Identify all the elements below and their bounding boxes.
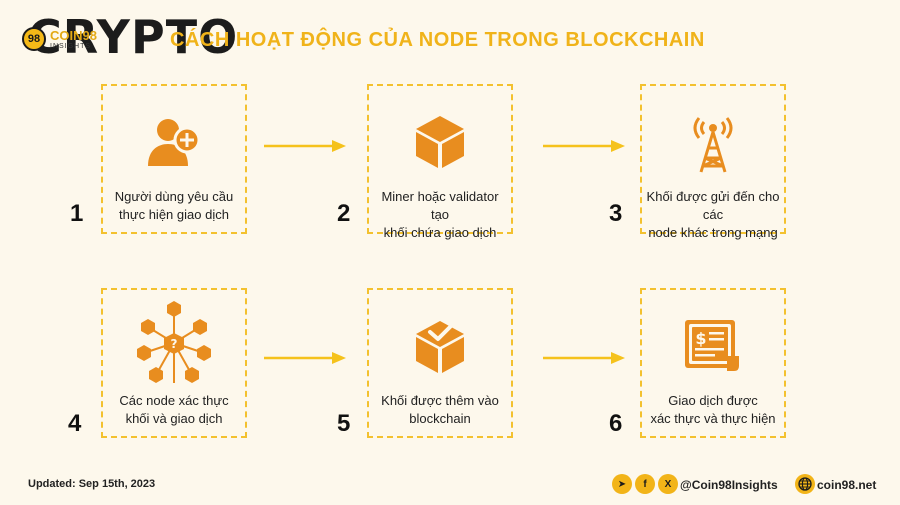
step-5-box: Khối được thêm vào blockchain — [367, 288, 513, 438]
step-1-box: Người dùng yêu cầu thực hiện giao dịch — [101, 84, 247, 234]
step-1-number: 1 — [70, 200, 84, 227]
step-6-label: Giao dịch được xác thực và thực hiện — [644, 392, 782, 428]
header: CRYPTO 98 COIN98 INSIGHTS CÁCH HOẠT ĐỘNG… — [0, 0, 900, 80]
arrow-right-icon — [264, 140, 346, 152]
step-5-label: Khối được thêm vào blockchain — [371, 392, 509, 428]
step-1-line2: thực hiện giao dịch — [119, 207, 229, 222]
step-1-line1: Người dùng yêu cầu — [114, 189, 234, 204]
step-4-line1: Các node xác thực — [119, 393, 229, 408]
step-5-line2: blockchain — [409, 411, 471, 426]
facebook-icon[interactable]: f — [635, 474, 655, 494]
brand-sub: INSIGHTS — [50, 42, 92, 50]
step-3-line2: node khác trong mạng — [648, 225, 778, 240]
step-4-box: ? Các node xác thực khối và giao dịch — [101, 288, 247, 438]
step-2-box: Miner hoặc validator tạo khối chứa giao … — [367, 84, 513, 240]
page-title: CÁCH HOẠT ĐỘNG CỦA NODE TRONG BLOCKCHAIN — [170, 29, 705, 51]
step-3-line1: Khối được gửi đến cho các — [646, 189, 780, 222]
step-4-number: 4 — [68, 410, 82, 437]
step-1-label: Người dùng yêu cầu thực hiện giao dịch — [105, 188, 243, 224]
invoice-document-icon: $ — [642, 312, 784, 380]
svg-text:$: $ — [695, 329, 706, 348]
step-3-box: Khối được gửi đến cho các node khác tron… — [640, 84, 786, 240]
updated-date: Updated: Sep 15th, 2023 — [28, 478, 156, 490]
svg-text:?: ? — [171, 337, 178, 351]
block-check-icon — [369, 312, 511, 380]
step-4-line2: khối và giao dịch — [125, 411, 223, 426]
globe-icon[interactable] — [795, 474, 815, 494]
arrow-right-icon — [543, 352, 625, 364]
user-add-icon — [103, 108, 245, 176]
coin98-logo-icon: 98 — [22, 27, 46, 51]
brand-text: COIN98 INSIGHTS — [50, 29, 97, 50]
x-twitter-icon[interactable]: X — [658, 474, 678, 494]
step-2-line1: Miner hoặc validator tạo — [381, 189, 499, 222]
step-3-number: 3 — [609, 200, 623, 227]
step-6-box: $ Giao dịch được xác thực và thực hiện — [640, 288, 786, 438]
arrow-right-icon — [264, 352, 346, 364]
step-6-line2: xác thực và thực hiện — [650, 411, 776, 426]
crypto-watermark: CRYPTO — [28, 10, 239, 64]
social-handle[interactable]: @Coin98Insights — [680, 478, 778, 492]
step-3-label: Khối được gửi đến cho các node khác tron… — [644, 188, 782, 242]
broadcast-tower-icon — [642, 108, 784, 176]
step-2-number: 2 — [337, 200, 351, 227]
step-4-label: Các node xác thực khối và giao dịch — [105, 392, 243, 428]
brand-name: COIN98 — [50, 27, 97, 43]
step-6-line1: Giao dịch được — [668, 393, 758, 408]
node-network-icon: ? — [103, 298, 245, 390]
telegram-icon[interactable]: ➤ — [612, 474, 632, 494]
step-2-line2: khối chứa giao dịch — [383, 225, 497, 240]
step-2-label: Miner hoặc validator tạo khối chứa giao … — [371, 188, 509, 242]
website-link[interactable]: coin98.net — [817, 478, 877, 492]
step-5-line1: Khối được thêm vào — [381, 393, 499, 408]
step-6-number: 6 — [609, 410, 623, 437]
block-cube-icon — [369, 108, 511, 176]
arrow-right-icon — [543, 140, 625, 152]
coin98-brand[interactable]: 98 COIN98 INSIGHTS — [22, 27, 97, 51]
step-5-number: 5 — [337, 410, 351, 437]
